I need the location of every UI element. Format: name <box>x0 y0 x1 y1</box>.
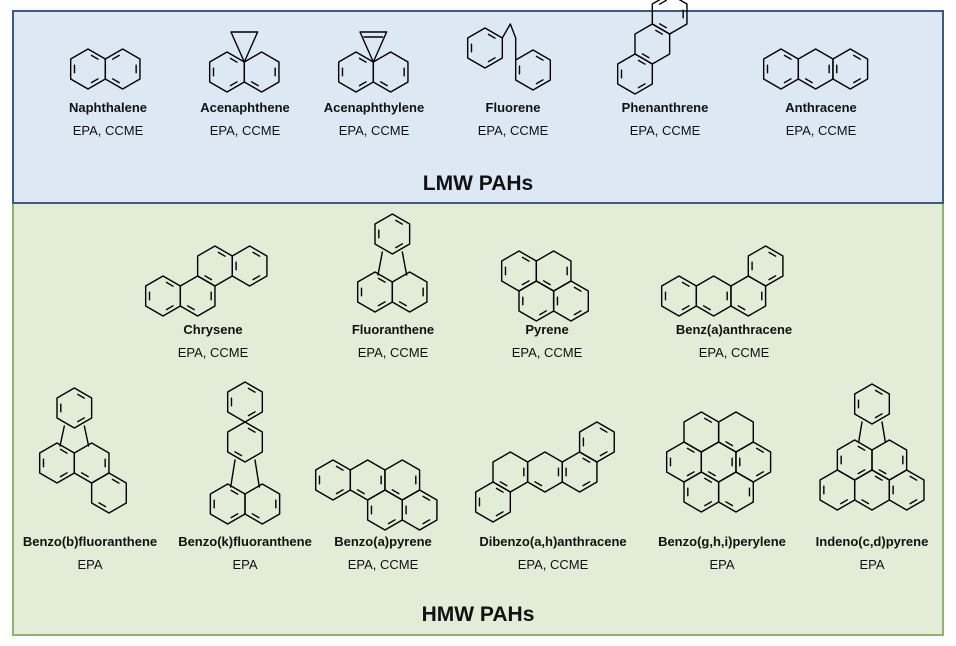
compound-name: Anthracene <box>785 100 857 115</box>
chrysene-structure-icon <box>144 245 268 317</box>
compound-name: Benzo(b)fluoranthene <box>22 534 158 549</box>
anthracene-structure-icon <box>762 48 869 90</box>
compound-fluoranthene: Fluoranthene EPA, CCME <box>308 212 478 360</box>
compound-lists: EPA, CCME <box>698 345 770 360</box>
compound-name: Acenaphthene <box>200 100 290 115</box>
compound-lists: EPA, CCME <box>338 123 410 138</box>
hmw-panel <box>12 204 944 636</box>
fluoranthene-structure-icon <box>356 213 428 313</box>
compound-chrysene: Chrysene EPA, CCME <box>128 236 298 360</box>
lmw-panel <box>12 10 944 204</box>
compound-acenaphthene: Acenaphthene EPA, CCME <box>160 24 330 138</box>
phenanthrene-structure-icon <box>616 0 688 95</box>
compound-name: Benzo(a)pyrene <box>334 534 432 549</box>
compound-lists: EPA <box>859 557 885 572</box>
compound-lists: EPA, CCME <box>785 123 857 138</box>
acenaphthene-structure-icon <box>208 31 280 93</box>
compound-anthracene: Anthracene EPA, CCME <box>736 44 906 138</box>
compound-lists: EPA <box>709 557 735 572</box>
compound-lists: EPA, CCME <box>511 345 583 360</box>
compound-lists: EPA, CCME <box>347 557 419 572</box>
pyrene-structure-icon <box>500 250 589 322</box>
benzo-a-pyrene-structure-icon <box>314 459 438 531</box>
compound-name: Dibenzo(a,h)anthracene <box>479 534 627 549</box>
compound-name: Benzo(g,h,i)perylene <box>658 534 786 549</box>
compound-lists: EPA <box>77 557 103 572</box>
compound-name: Phenanthrene <box>621 100 709 115</box>
compound-pyrene: Pyrene EPA, CCME <box>462 236 632 360</box>
compound-name: Fluoranthene <box>351 322 435 337</box>
compound-indeno-c-d-pyrene: Indeno(c,d)pyrene EPA <box>787 383 956 572</box>
compound-benzo-k-fluoranthene: Benzo(k)fluoranthene EPA <box>160 381 330 572</box>
compound-lists: EPA, CCME <box>517 557 589 572</box>
compound-benz-a-anthracene: Benz(a)anthracene EPA, CCME <box>649 236 819 360</box>
compound-lists: EPA, CCME <box>477 123 549 138</box>
lmw-group-title: LMW PAHs <box>422 172 534 195</box>
fluorene-structure-icon <box>466 23 552 91</box>
benzo-k-fluoranthene-structure-icon <box>209 381 281 525</box>
naphthalene-structure-icon <box>69 48 141 90</box>
compound-name: Benzo(k)fluoranthene <box>178 534 312 549</box>
compound-lists: EPA, CCME <box>177 345 249 360</box>
compound-naphthalene: Naphthalene EPA, CCME <box>23 44 193 138</box>
hmw-group-title: HMW PAHs <box>421 603 535 626</box>
compound-lists: EPA, CCME <box>209 123 281 138</box>
compound-name: Fluorene <box>485 100 541 115</box>
compound-dibenzo-a-h-anthracene: Dibenzo(a,h)anthracene EPA, CCME <box>468 402 638 572</box>
compound-lists: EPA <box>232 557 258 572</box>
indeno-c-d-pyrene-structure-icon <box>819 383 925 511</box>
compound-lists: EPA, CCME <box>72 123 144 138</box>
benzo-g-h-i-perylene-structure-icon <box>665 411 772 513</box>
compound-fluorene: Fluorene EPA, CCME <box>428 23 598 138</box>
compound-phenanthrene: Phenanthrene EPA, CCME <box>580 0 750 138</box>
compound-name: Chrysene <box>183 322 243 337</box>
benz-a-anthracene-structure-icon <box>660 245 784 317</box>
compound-lists: EPA, CCME <box>357 345 429 360</box>
acenaphthylene-structure-icon <box>337 31 409 93</box>
compound-lists: EPA, CCME <box>629 123 701 138</box>
compound-benzo-g-h-i-perylene: Benzo(g,h,i)perylene EPA <box>637 402 807 572</box>
benzo-b-fluoranthene-structure-icon <box>38 387 127 514</box>
compound-name: Benz(a)anthracene <box>675 322 793 337</box>
compound-acenaphthylene: Acenaphthylene EPA, CCME <box>289 24 459 138</box>
compound-benzo-b-fluoranthene: Benzo(b)fluoranthene EPA <box>5 387 175 572</box>
compound-name: Pyrene <box>525 322 569 337</box>
compound-benzo-a-pyrene: Benzo(a)pyrene EPA, CCME <box>298 430 468 572</box>
compound-name: Acenaphthylene <box>323 100 425 115</box>
dibenzo-a-h-anthracene-structure-icon <box>474 421 615 523</box>
compound-name: Naphthalene <box>68 100 147 115</box>
compound-name: Indeno(c,d)pyrene <box>815 534 929 549</box>
